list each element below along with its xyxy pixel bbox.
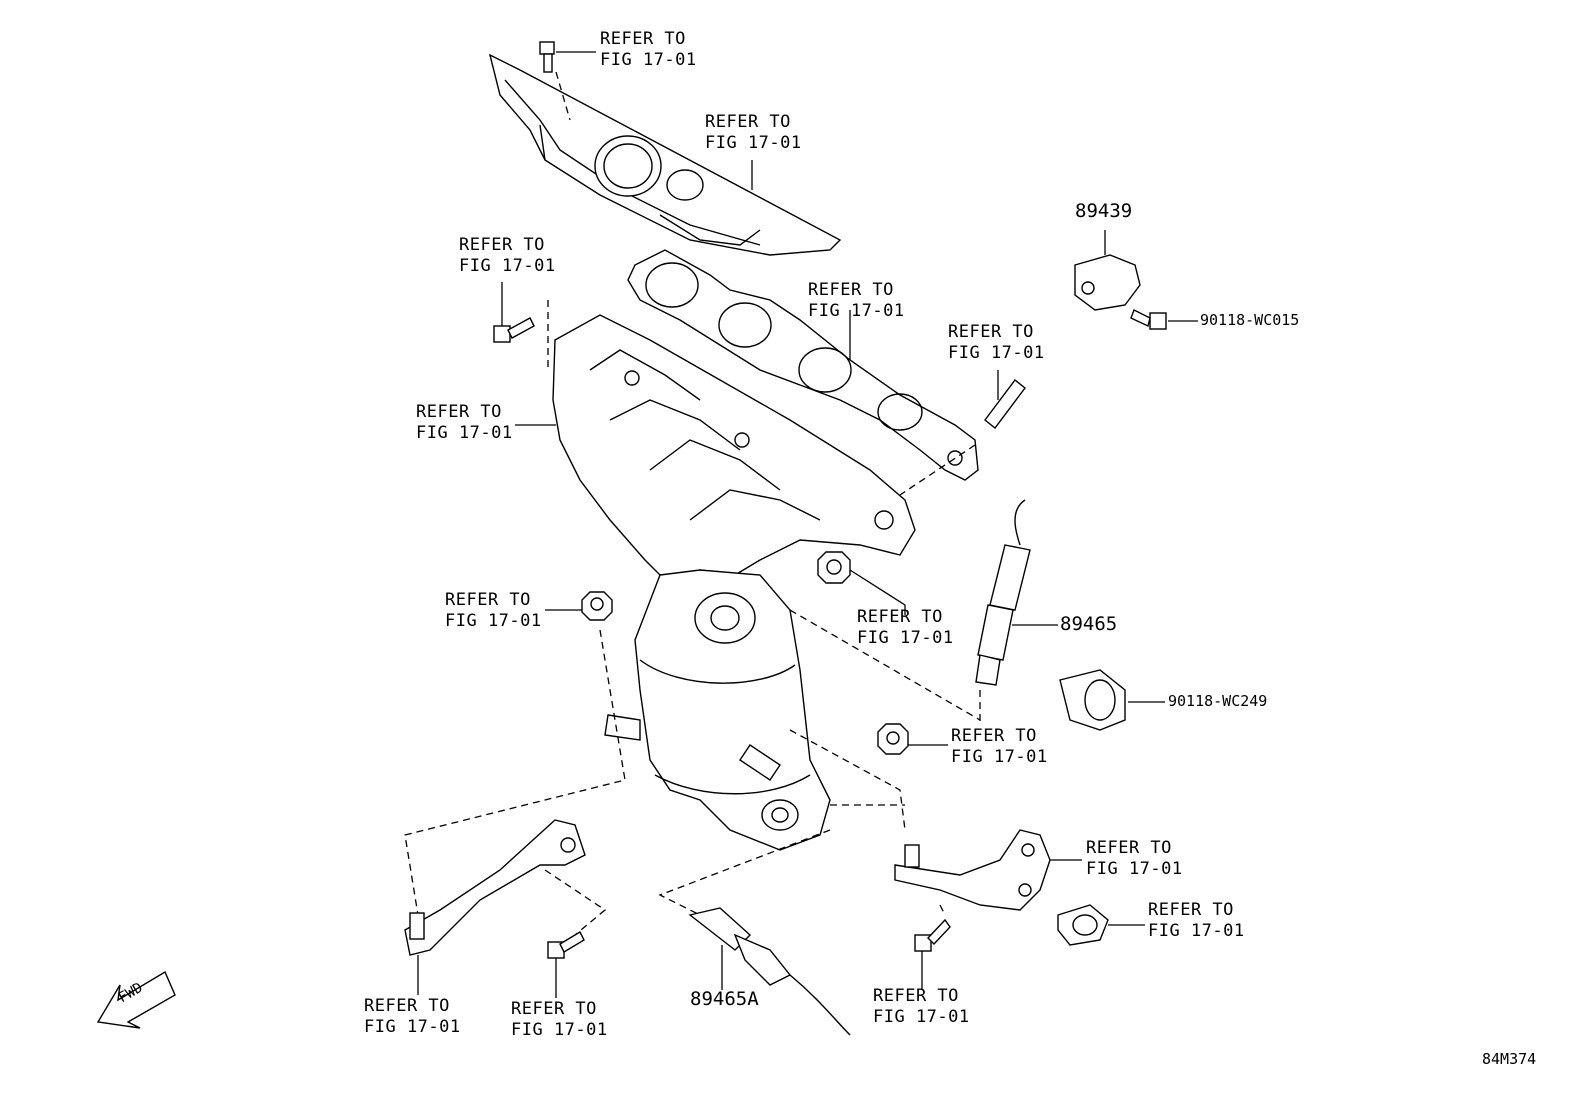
label-line: REFER TO: [857, 607, 943, 627]
label-line: REFER TO: [511, 999, 597, 1019]
refer-right-nut-label: REFER TO FIG 17-01: [951, 726, 1048, 768]
figure-code: 84M374: [1482, 1050, 1537, 1068]
refer-right-stay-bolt-label: REFER TO FIG 17-01: [873, 986, 970, 1028]
label-line: FIG 17-01: [857, 628, 954, 648]
left-stay: [404, 819, 586, 956]
refer-left-nut-label: REFER TO FIG 17-01: [445, 590, 542, 632]
label-line: REFER TO: [951, 726, 1037, 746]
refer-mid-nut-label: REFER TO FIG 17-01: [857, 607, 954, 649]
label-line: FIG 17-01: [1148, 921, 1245, 941]
oxygen-sensor-89465a: [688, 907, 851, 1036]
mid-nut: [817, 551, 851, 584]
refer-right-clamp-label: REFER TO FIG 17-01: [1148, 900, 1245, 942]
refer-right-stay-label: REFER TO FIG 17-01: [1086, 838, 1183, 880]
sensor-clip-90118-wc249: [1059, 669, 1126, 731]
exhaust-manifold: [552, 314, 916, 581]
fwd-arrow-icon: [96, 970, 176, 1029]
label-line: FIG 17-01: [1086, 859, 1183, 879]
label-line: FIG 17-01: [600, 50, 697, 70]
label-line: REFER TO: [445, 590, 531, 610]
stud: [984, 379, 1026, 429]
label-line: FIG 17-01: [873, 1007, 970, 1027]
right-nut: [877, 723, 909, 755]
left-bolt: [493, 317, 535, 343]
label-line: REFER TO: [416, 402, 502, 422]
refer-stud-label: REFER TO FIG 17-01: [948, 322, 1045, 364]
left-nut: [581, 591, 613, 621]
label-line: REFER TO: [705, 112, 791, 132]
part-number-90118-wc249: 90118-WC249: [1168, 692, 1268, 710]
bracket-89439: [1074, 254, 1141, 311]
catalytic-converter: [604, 569, 831, 851]
refer-left-stay-label: REFER TO FIG 17-01: [364, 996, 461, 1038]
bolt-90118-wc015: [1130, 309, 1167, 330]
right-clamp: [1057, 904, 1109, 946]
label-line: FIG 17-01: [416, 423, 513, 443]
exhaust-gasket: [627, 249, 979, 481]
refer-heat-insulator-label: REFER TO FIG 17-01: [705, 112, 802, 154]
part-number-89465a: 89465A: [690, 988, 759, 1010]
label-line: REFER TO: [1086, 838, 1172, 858]
label-line: FIG 17-01: [808, 301, 905, 321]
label-line: FIG 17-01: [459, 256, 556, 276]
refer-manifold-label: REFER TO FIG 17-01: [416, 402, 513, 444]
label-line: REFER TO: [948, 322, 1034, 342]
label-line: REFER TO: [1148, 900, 1234, 920]
refer-left-stay-bolt-label: REFER TO FIG 17-01: [511, 999, 608, 1041]
top-bolt: [539, 41, 555, 73]
label-line: REFER TO: [364, 996, 450, 1016]
label-line: REFER TO: [808, 280, 894, 300]
part-number-89439: 89439: [1075, 200, 1133, 222]
label-line: FIG 17-01: [364, 1017, 461, 1037]
heat-insulator: [488, 53, 842, 256]
oxygen-sensor-89465: [975, 499, 1031, 686]
right-stay-bolt: [914, 918, 951, 952]
refer-gasket-label: REFER TO FIG 17-01: [808, 280, 905, 322]
refer-left-bolt-label: REFER TO FIG 17-01: [459, 235, 556, 277]
part-number-90118-wc015: 90118-WC015: [1200, 311, 1300, 329]
label-line: FIG 17-01: [445, 611, 542, 631]
left-stay-bolt: [547, 931, 585, 959]
refer-top-bolt-label: REFER TO FIG 17-01: [600, 29, 697, 71]
label-line: FIG 17-01: [511, 1020, 608, 1040]
label-line: FIG 17-01: [705, 133, 802, 153]
label-line: FIG 17-01: [948, 343, 1045, 363]
label-line: REFER TO: [873, 986, 959, 1006]
label-line: FIG 17-01: [951, 747, 1048, 767]
part-number-89465: 89465: [1060, 613, 1118, 635]
label-line: REFER TO: [600, 29, 686, 49]
right-stay: [894, 829, 1051, 911]
label-line: REFER TO: [459, 235, 545, 255]
